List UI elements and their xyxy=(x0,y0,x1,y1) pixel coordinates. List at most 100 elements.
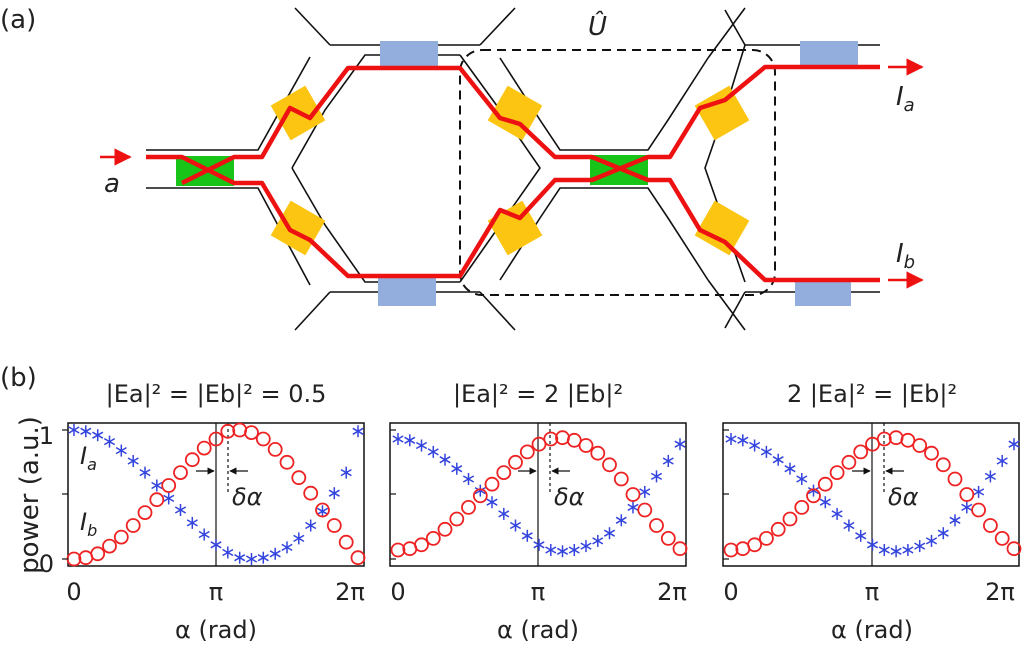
chart-1-ia-point xyxy=(151,479,163,492)
chart-3-ib-point xyxy=(935,457,951,473)
chart-3-ia-point xyxy=(749,439,761,452)
chart-3-ia-point xyxy=(725,433,737,445)
chart-2-ia-point xyxy=(592,534,604,547)
chart-3-marks xyxy=(723,430,1022,558)
chart-3-ib-point xyxy=(747,537,762,553)
chart-1-ia-point xyxy=(245,553,258,565)
chart-2-ib-point xyxy=(449,511,465,527)
chart-3-ia-point xyxy=(843,519,855,532)
chart-2-ib-point xyxy=(613,471,629,487)
chart-panel-2: |Ea|² = 2 |Eb|² δα 0 π 2π α (rad) xyxy=(389,380,688,644)
phase-shifters xyxy=(270,85,750,256)
chart-3-x-axis-label: α (rad) xyxy=(831,616,913,644)
chart-2-delta-label: δα xyxy=(554,483,585,511)
chart-2-ia-point xyxy=(533,538,545,551)
panel-a-label: (a) xyxy=(0,5,36,35)
chart-panel-1: |Ea|² = |Eb|² = 0.5 δα Ia Ib 1 0 0 π 2π … xyxy=(39,380,366,644)
chart-2-ib-point xyxy=(472,488,488,504)
chart-2-ib-point xyxy=(602,457,617,473)
chart-1-ib-point xyxy=(196,440,212,456)
chart-1-ia-point xyxy=(163,492,175,505)
chart-2-ia-point xyxy=(415,439,428,452)
chart-1-marks xyxy=(66,422,366,567)
chart-3-ib-point xyxy=(723,542,739,558)
chart-1-ib-point xyxy=(315,502,330,518)
chart-1-ib-point xyxy=(232,422,248,438)
chart-1-delta-label: δα xyxy=(232,483,263,511)
chart-2-ia-point xyxy=(474,484,486,497)
chart-1-xtick-2pi: 2π xyxy=(335,578,365,606)
chart-3-ia-point xyxy=(890,545,902,558)
chart-1-ib-point xyxy=(149,492,165,508)
chart-2-ib-point xyxy=(531,436,547,452)
chart-panel-3: 2 |Ea|² = |Eb|² δα 0 π 2π α (rad) xyxy=(722,380,1022,644)
chart-2-ib-point xyxy=(625,487,641,502)
chart-3-xtick-2pi: 2π xyxy=(985,578,1015,606)
chart-3-ib-point xyxy=(900,432,916,448)
chart-1-ia-point xyxy=(92,429,104,442)
chart-3-ia-point xyxy=(878,544,890,556)
chart-1-ia-point xyxy=(269,547,281,560)
chart-1-ib-point xyxy=(303,485,319,501)
chart-3-ib-point xyxy=(782,511,798,527)
chart-2-ia-point xyxy=(627,501,639,514)
chart-1-ib-point xyxy=(113,529,129,545)
loss-element-top-right xyxy=(800,41,858,65)
chart-2-ia-point xyxy=(439,453,451,466)
chart-3-ib-point xyxy=(794,499,810,515)
chart-3-ib-point xyxy=(994,531,1010,546)
chart-3-ib-point xyxy=(817,476,833,492)
chart-1-ytick-1: 1 xyxy=(39,422,54,450)
chart-2-ib-point xyxy=(660,531,676,546)
chart-3-ib-point xyxy=(876,431,892,447)
chart-3-ib-point xyxy=(865,436,880,452)
chart-1-ib-point xyxy=(220,423,236,439)
chart-2-ia-point xyxy=(427,445,439,458)
chart-2-ia-point xyxy=(580,540,592,553)
chart-2-ib-point xyxy=(437,521,453,537)
input-label: a xyxy=(104,169,120,199)
chart-3-ib-point xyxy=(853,444,869,460)
chart-1-ib-point xyxy=(326,518,342,533)
chart-2-ia-point xyxy=(451,462,463,475)
chart-2-xtick-pi: π xyxy=(531,578,545,606)
chart-1-ib-point xyxy=(267,441,283,457)
operator-box xyxy=(459,49,776,296)
chart-1-ib-point xyxy=(291,470,307,486)
chart-2-ia-point xyxy=(639,485,651,498)
chart-2-ib-point xyxy=(590,445,606,461)
loss-element-top-left xyxy=(380,41,438,67)
phase-shifter-6 xyxy=(694,200,750,256)
chart-2-ib-point xyxy=(390,542,406,558)
chart-1-ib-point xyxy=(208,431,224,447)
chart-1-ia-point xyxy=(234,551,246,564)
chart-1-xtick-0: 0 xyxy=(66,578,81,606)
chart-1-ia-point xyxy=(198,528,210,541)
chart-1-ib-point xyxy=(90,546,106,562)
chart-3-ia-point xyxy=(937,527,949,540)
chart-1-ib-point xyxy=(244,425,259,441)
chart-1-ia-point xyxy=(340,466,352,479)
chart-3-ia-point xyxy=(949,514,961,527)
chart-2-ia-point xyxy=(521,529,533,542)
chart-1-x-axis-label: α (rad) xyxy=(175,616,257,644)
chart-2-ia-point xyxy=(462,473,475,485)
chart-1-ib-point xyxy=(102,538,117,554)
chart-1-ib-point xyxy=(350,550,366,566)
chart-2-ia-point xyxy=(603,527,616,540)
chart-2-ia-point xyxy=(556,545,569,558)
operator-label: Û xyxy=(588,10,607,42)
chart-3-ib-point xyxy=(806,488,821,504)
chart-3-ib-point xyxy=(1006,541,1022,557)
chart-1-title: |Ea|² = |Eb|² = 0.5 xyxy=(106,380,327,408)
chart-1-ib-point xyxy=(161,478,177,493)
chart-3-ia-point xyxy=(819,496,831,509)
chart-2-ib-point xyxy=(637,502,653,518)
chart-1-ia-point xyxy=(328,487,340,500)
chart-2-ib-point xyxy=(414,537,429,553)
chart-3-xtick-0: 0 xyxy=(723,578,738,606)
chart-3-ia-point xyxy=(760,445,772,458)
chart-3-ib-point xyxy=(971,502,986,518)
chart-2-x-axis-label: α (rad) xyxy=(497,616,579,644)
chart-2-ib-point xyxy=(425,531,441,546)
